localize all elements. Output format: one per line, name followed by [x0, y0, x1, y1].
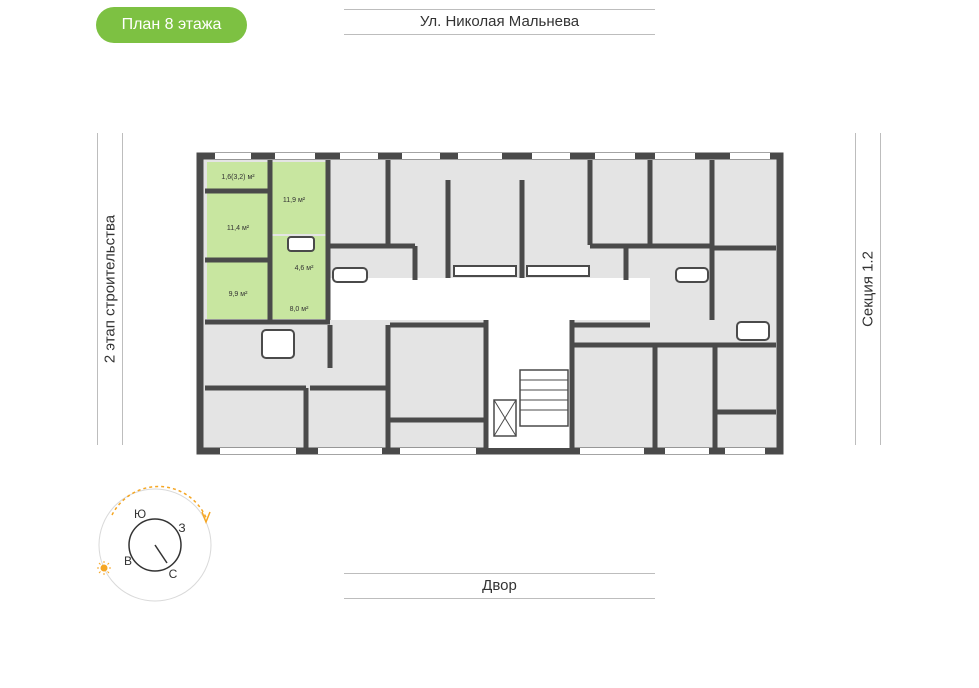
compass-north: С	[169, 567, 178, 581]
floor-badge: План 8 этажа	[96, 7, 247, 43]
corridor	[330, 278, 650, 320]
left-side-label-block: 2 этап строительства	[97, 133, 123, 445]
compass-east: В	[124, 554, 132, 568]
right-side-label-block: Секция 1.2	[855, 133, 881, 445]
sun-icon	[97, 561, 111, 575]
street-top-label: Ул. Николая Мальнева	[344, 9, 655, 35]
compass: Ю З В С	[97, 485, 212, 602]
compass-west: З	[178, 521, 185, 535]
room-area-bathroom: 4,6 м²	[295, 265, 314, 272]
room-area-room: 9,9 м²	[229, 291, 248, 298]
room-area-bedroom: 11,4 м²	[227, 225, 250, 232]
room-area-kitchen: 11,9 м²	[283, 197, 306, 204]
room-area-loggia: 1,6(3,2) м²	[221, 174, 255, 181]
compass-south: Ю	[134, 507, 146, 521]
room-area-hall: 8,0 м²	[290, 306, 309, 313]
yard-label: Двор	[344, 573, 655, 599]
highlighted-apartment[interactable]	[207, 162, 327, 319]
